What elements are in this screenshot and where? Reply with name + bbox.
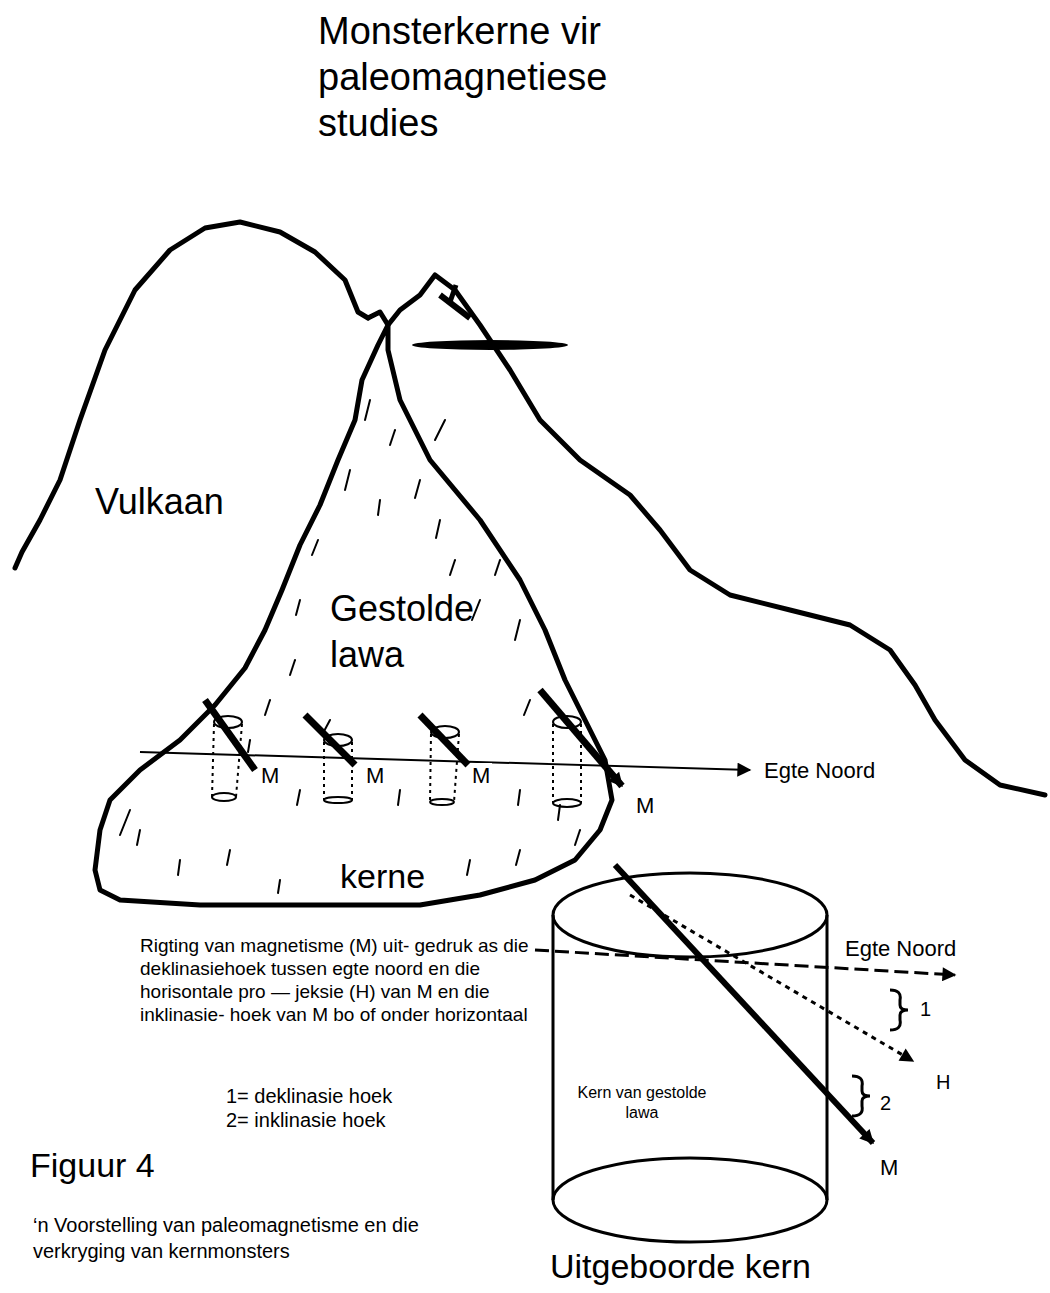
vector-label: M: [634, 793, 656, 818]
vector-label: M: [470, 763, 492, 788]
core-title: Uitgeboorde kern: [550, 1247, 811, 1286]
lava-region: Gestolde lawa kerne: [90, 310, 620, 905]
legend-note: 1= deklinasie hoek: [226, 1085, 392, 1108]
callout-number: 1: [918, 998, 933, 1021]
direction-label: Egte Noord: [762, 758, 877, 783]
core-cylinder: Kern van gestolde lawaUitgeboorde kern: [548, 875, 866, 1291]
legend-note: 2= inklinasie hoek: [226, 1109, 386, 1132]
volcano-region: VulkaanGestolde lawa kerne: [15, 225, 1045, 905]
region-label: Gestolde lawa: [330, 586, 510, 678]
vector-label: M: [364, 763, 386, 788]
vector-label: M: [878, 1155, 900, 1180]
vector-label: H: [934, 1071, 952, 1094]
callout-number: 2: [878, 1092, 893, 1115]
region-label: Vulkaan: [95, 481, 224, 522]
region-label: kerne: [340, 857, 425, 896]
figure-number: Figuur 4: [30, 1146, 155, 1185]
figure-caption: ‘n Voorstelling van paleomagnetisme en d…: [33, 1212, 463, 1264]
diagram-title: Monsterkerne vir paleomagnetiese studies: [318, 8, 668, 146]
vector-label: M: [259, 763, 281, 788]
explanation-note: Rigting van magnetisme (M) uit- gedruk a…: [140, 934, 535, 1026]
core-label: Kern van gestolde lawa: [562, 1083, 722, 1123]
direction-label: Egte Noord: [843, 936, 958, 961]
